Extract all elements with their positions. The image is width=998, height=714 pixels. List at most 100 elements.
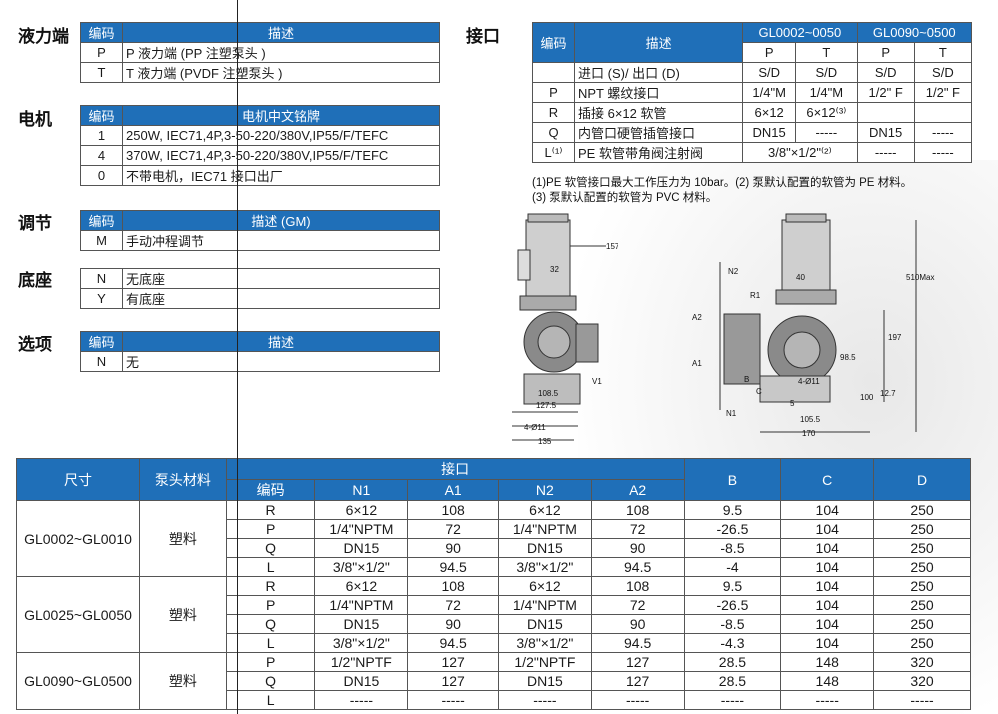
cell: 94.5 [590,557,685,577]
cell: 内管口硬管插管接口 [573,122,744,143]
cell: 进口 (S)/ 出口 (D) [573,62,744,83]
dim-label: A1 [692,359,702,368]
dim-label: 5 [790,399,795,408]
cell: T [795,42,858,63]
cell: 250 [873,538,971,558]
cell: P [742,42,797,63]
cell: PE 软管带角阀注射阀 [573,142,744,163]
cell: DN15 [314,538,409,558]
cell: T [913,42,973,63]
cell: 104 [780,595,875,615]
cell: R [532,102,575,123]
note-line-2: (3) 泵默认配置的软管为 PVC 材料。 [532,192,718,204]
cell: -8.5 [683,538,782,558]
cell: 320 [873,671,971,691]
cell: -26.5 [683,595,782,615]
cell: 104 [780,576,875,596]
cell: 94.5 [407,633,499,653]
cell: ----- [498,690,592,710]
option-h-code: 编码 [80,331,123,352]
cell: L [225,633,316,653]
cell: 148 [780,671,875,691]
cell: 104 [780,500,875,520]
cell: ----- [590,690,685,710]
cell: P [80,42,123,63]
cell: 104 [780,519,875,539]
cell: N [80,351,123,372]
dim-label: C [756,387,762,396]
cell: ----- [873,690,971,710]
cell: NPT 螺纹接口 [573,82,744,103]
divider-line [237,0,238,714]
cell: 1/4"M [742,82,797,103]
cell: 3/8"×1/2" [314,633,409,653]
cell: 无 [122,351,440,372]
dim-label: 4-Ø11 [798,377,820,386]
cell: 90 [590,614,685,634]
wetend-title: 液力端 [18,27,69,46]
pump-front-drawing: 157 32 V1 108.5 127.5 4-Ø11 135 [512,213,618,446]
cell [856,102,915,123]
cell: 1/4"NPTM [314,519,409,539]
cell: 1/4"NPTM [314,595,409,615]
cell: P [225,519,316,539]
cell: 250 [873,557,971,577]
cell: 3/8"×1/2" [314,557,409,577]
motor-h-code: 编码 [80,105,123,126]
cell: P [225,652,316,672]
cell: 6×12 [498,576,592,596]
h-n2: N2 [498,479,592,501]
cell: 108 [590,576,685,596]
adjust-h-desc: 描述 (GM) [122,210,440,231]
h-a1: A1 [407,479,499,501]
cell: 28.5 [683,652,782,672]
dim-label: 100 [860,393,874,402]
size-cell: GL0002~GL0010 [15,500,141,577]
cell: 127 [407,652,499,672]
cell: 4 [80,145,123,166]
cell: -4 [683,557,782,577]
cell: 148 [780,652,875,672]
conn-title: 接口 [466,27,500,46]
cell: 370W, IEC71,4P,3-50-220/380V,IP55/F/TEFC [122,145,440,166]
cell: ----- [856,142,915,163]
cell: P [225,595,316,615]
cell: 104 [780,633,875,653]
cell: 9.5 [683,500,782,520]
cell: 6×12 [742,102,797,123]
cell: 94.5 [590,633,685,653]
cell [913,102,973,123]
cell: 1/4"NPTM [498,595,592,615]
cell: 250 [873,500,971,520]
cell: 94.5 [407,557,499,577]
cell: 127 [407,671,499,691]
cell: 104 [780,614,875,634]
dim-label: 32 [550,265,559,274]
cell: 108 [407,500,499,520]
cell: -4.3 [683,633,782,653]
cell: 72 [407,519,499,539]
h-material: 泵头材料 [139,458,227,501]
cell [532,62,575,83]
cell: N [80,268,123,289]
cell: 250 [873,595,971,615]
cell: 有底座 [122,288,440,309]
cell: ----- [407,690,499,710]
cell: ----- [913,122,973,143]
h-size: 尺寸 [15,458,141,501]
size-cell: GL0090~GL0500 [15,652,141,710]
h-n1: N1 [314,479,409,501]
